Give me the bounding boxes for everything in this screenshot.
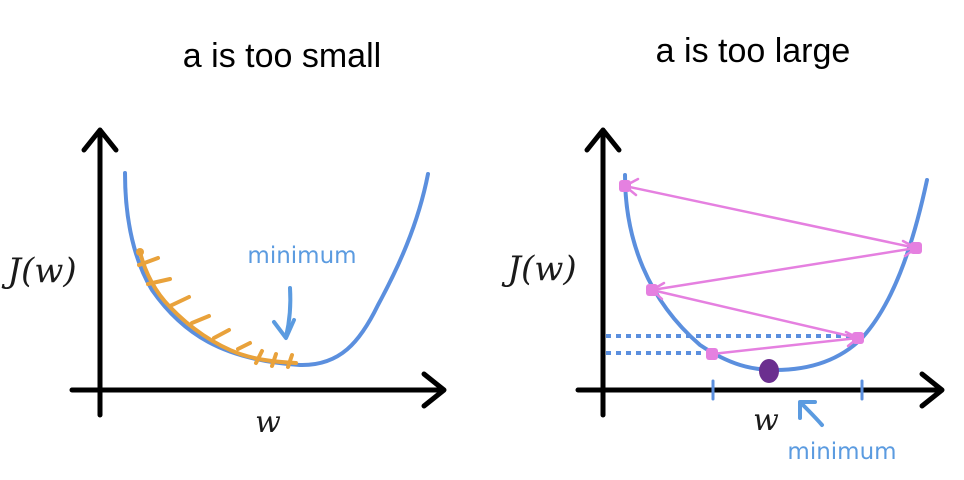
large-step-4 xyxy=(623,184,918,250)
left-cost-curve xyxy=(123,171,430,368)
right-x-axis-arrowhead xyxy=(919,371,945,409)
level-lines xyxy=(606,334,858,355)
small-step-tick-4 xyxy=(190,314,211,325)
small-step-tick-2 xyxy=(146,277,172,286)
right-panel: a is too large J(w) w xyxy=(501,32,945,465)
small-step-tick-5 xyxy=(212,328,231,340)
right-axes xyxy=(575,127,945,418)
x-axis-ticks xyxy=(711,379,864,401)
small-step-tick-1 xyxy=(137,256,160,267)
left-minimum-label: minimum xyxy=(247,243,356,269)
small-step-tick-6 xyxy=(236,341,252,351)
large-step-point-3 xyxy=(646,284,658,296)
right-x-axis-label: w xyxy=(753,403,779,438)
left-minimum-arrow xyxy=(272,286,296,340)
large-step-point-1 xyxy=(706,348,718,360)
left-axes xyxy=(69,127,447,418)
minimum-point xyxy=(759,359,779,383)
right-y-axis-label: J(w) xyxy=(501,249,576,289)
right-minimum-arrow xyxy=(798,400,824,427)
large-step-2 xyxy=(650,288,860,340)
small-step-tick-7 xyxy=(254,349,264,365)
large-step-points xyxy=(619,180,922,360)
left-x-axis-arrowhead xyxy=(421,371,447,409)
large-step-point-4 xyxy=(910,242,922,254)
right-minimum-label: minimum xyxy=(787,439,896,465)
left-panel: a is too small J(w) w minimum xyxy=(1,37,447,440)
left-x-axis-label: w xyxy=(255,405,281,440)
large-step-point-2 xyxy=(852,332,864,344)
small-step-tick-8 xyxy=(270,352,278,368)
left-y-axis-label: J(w) xyxy=(1,251,76,291)
large-step-point-5 xyxy=(619,180,631,192)
right-panel-title: a is too large xyxy=(656,32,851,70)
left-panel-title: a is too small xyxy=(183,37,381,75)
small-step-tick-3 xyxy=(168,295,191,308)
large-step-1 xyxy=(710,336,860,356)
right-cost-curve xyxy=(623,173,929,373)
small-step-tick-9 xyxy=(286,353,294,369)
right-y-axis-arrowhead xyxy=(584,127,622,153)
small-step-path xyxy=(137,250,298,369)
small-step-start-dot xyxy=(136,248,144,256)
large-step-3 xyxy=(650,246,918,292)
left-y-axis-arrowhead xyxy=(81,127,119,153)
